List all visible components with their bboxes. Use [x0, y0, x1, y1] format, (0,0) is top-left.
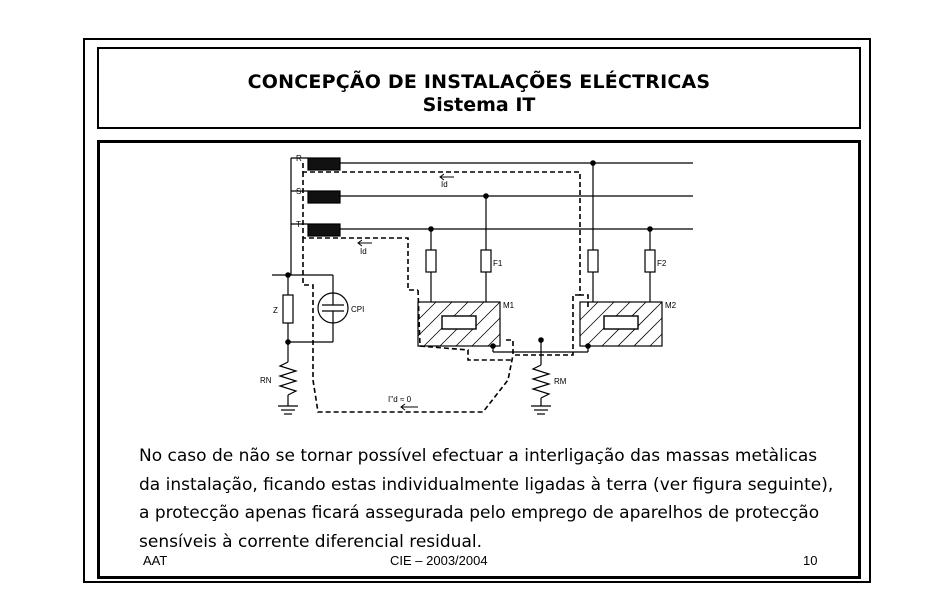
- resistor-rm: [530, 364, 552, 399]
- fuse-label-f1: F1: [493, 259, 503, 268]
- current-label-id-2: Id: [360, 247, 367, 256]
- phase-label-r: R: [296, 154, 302, 163]
- impedance-z: [282, 294, 294, 324]
- footer-page-number: 10: [803, 553, 818, 568]
- fuse-load1-a: [425, 249, 437, 273]
- phase-label-t: T: [296, 220, 301, 229]
- winding-t: [307, 223, 341, 237]
- slide-title: CONCEPÇÃO DE INSTALAÇÕES ELÉCTRICAS: [247, 71, 711, 93]
- residual-current-label: I''d ≈ 0: [388, 395, 412, 404]
- mass-m1: [417, 301, 501, 347]
- phase-label-s: S: [296, 187, 301, 196]
- junction-dots: [285, 160, 653, 349]
- mass-label-m2: M2: [665, 301, 677, 310]
- mass-label-m1: M1: [503, 301, 515, 310]
- fuse-label-f2: F2: [657, 259, 667, 268]
- footer-author: AAT: [143, 553, 168, 568]
- rn-label: RN: [260, 376, 272, 385]
- body-paragraph: No caso de não se tornar possível efectu…: [139, 446, 834, 552]
- current-label-id: Id: [441, 180, 448, 189]
- cpi-label: CPI: [351, 305, 364, 314]
- it-system-circuit-diagram: R S T Id Id Z CPI F1 F2 M1 M2 RN RM I''d…: [260, 154, 693, 415]
- content-box: [97, 140, 861, 579]
- rm-label: RM: [554, 377, 567, 386]
- fuse-load2-a: [587, 249, 599, 273]
- mass-m2: [579, 301, 663, 347]
- slide-frame: [83, 38, 871, 583]
- fuse-f2: [644, 249, 656, 273]
- impedance-label: Z: [273, 306, 278, 315]
- title-box: CONCEPÇÃO DE INSTALAÇÕES ELÉCTRICAS Sist…: [97, 47, 861, 129]
- fuse-f1: [480, 249, 492, 273]
- winding-s: [307, 190, 341, 204]
- winding-r: [307, 157, 341, 171]
- footer-course: CIE – 2003/2004: [390, 553, 488, 568]
- resistor-rn: [277, 361, 299, 396]
- slide-subtitle: Sistema IT: [422, 94, 536, 116]
